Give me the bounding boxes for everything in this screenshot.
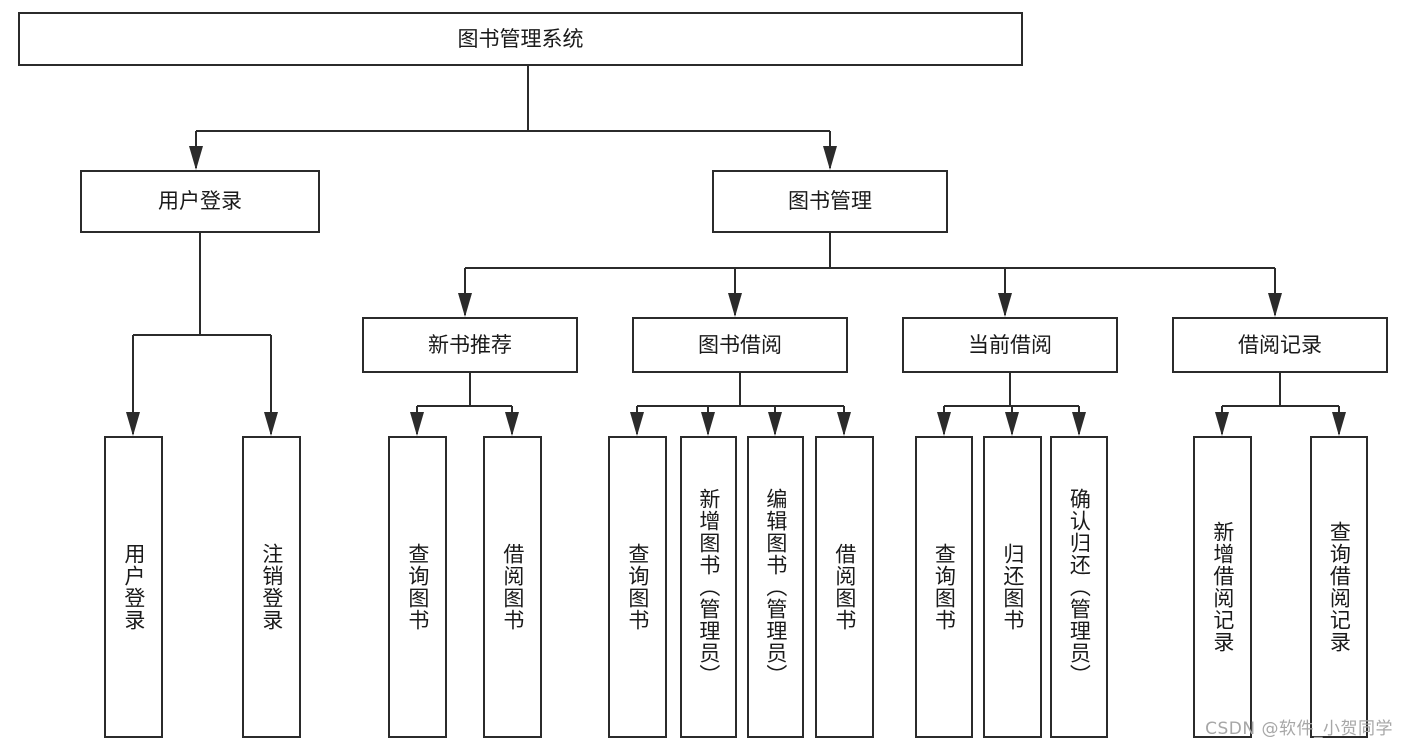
- node-book-manage[interactable]: 图书管理: [712, 170, 948, 233]
- leaf-return-book[interactable]: 归还图书: [983, 436, 1042, 738]
- leaf-query-borrow-record-label: 查询借阅记录: [1327, 521, 1352, 653]
- leaf-edit-book[interactable]: 编辑图书（管理员）: [747, 436, 804, 738]
- node-user-login-label: 用户登录: [158, 189, 242, 214]
- leaf-confirm-return-label: 确认归还（管理员）: [1067, 488, 1092, 686]
- leaf-query-book-current[interactable]: 查询图书: [915, 436, 973, 738]
- node-root[interactable]: 图书管理系统: [18, 12, 1023, 66]
- leaf-logout-label: 注销登录: [259, 543, 284, 631]
- leaf-user-login[interactable]: 用户登录: [104, 436, 163, 738]
- node-current-borrow[interactable]: 当前借阅: [902, 317, 1118, 373]
- leaf-edit-book-label: 编辑图书（管理员）: [763, 488, 788, 686]
- leaf-add-book[interactable]: 新增图书（管理员）: [680, 436, 737, 738]
- node-root-label: 图书管理系统: [457, 26, 584, 51]
- leaf-borrow-book-recommend-label: 借阅图书: [500, 543, 525, 631]
- node-book-manage-label: 图书管理: [788, 189, 872, 214]
- node-book-borrow[interactable]: 图书借阅: [632, 317, 848, 373]
- node-borrow-record-label: 借阅记录: [1238, 332, 1322, 357]
- leaf-query-book-current-label: 查询图书: [932, 543, 957, 631]
- node-borrow-record[interactable]: 借阅记录: [1172, 317, 1388, 373]
- node-book-borrow-label: 图书借阅: [698, 332, 782, 357]
- leaf-query-borrow-record[interactable]: 查询借阅记录: [1310, 436, 1368, 738]
- leaf-confirm-return[interactable]: 确认归还（管理员）: [1050, 436, 1108, 738]
- leaf-query-book-recommend[interactable]: 查询图书: [388, 436, 447, 738]
- leaf-borrow-book-recommend[interactable]: 借阅图书: [483, 436, 542, 738]
- leaf-query-book-recommend-label: 查询图书: [405, 543, 430, 631]
- node-new-book-recommend[interactable]: 新书推荐: [362, 317, 578, 373]
- leaf-logout[interactable]: 注销登录: [242, 436, 301, 738]
- leaf-query-book-borrow[interactable]: 查询图书: [608, 436, 667, 738]
- leaf-borrow-book[interactable]: 借阅图书: [815, 436, 874, 738]
- leaf-borrow-book-label: 借阅图书: [832, 543, 857, 631]
- leaf-query-book-borrow-label: 查询图书: [625, 543, 650, 631]
- leaf-add-borrow-record-label: 新增借阅记录: [1210, 521, 1235, 653]
- node-user-login[interactable]: 用户登录: [80, 170, 320, 233]
- leaf-add-book-label: 新增图书（管理员）: [696, 488, 721, 686]
- leaf-user-login-label: 用户登录: [121, 543, 146, 631]
- leaf-return-book-label: 归还图书: [1000, 543, 1025, 631]
- node-new-book-recommend-label: 新书推荐: [428, 332, 512, 357]
- leaf-add-borrow-record[interactable]: 新增借阅记录: [1193, 436, 1252, 738]
- node-current-borrow-label: 当前借阅: [968, 332, 1052, 357]
